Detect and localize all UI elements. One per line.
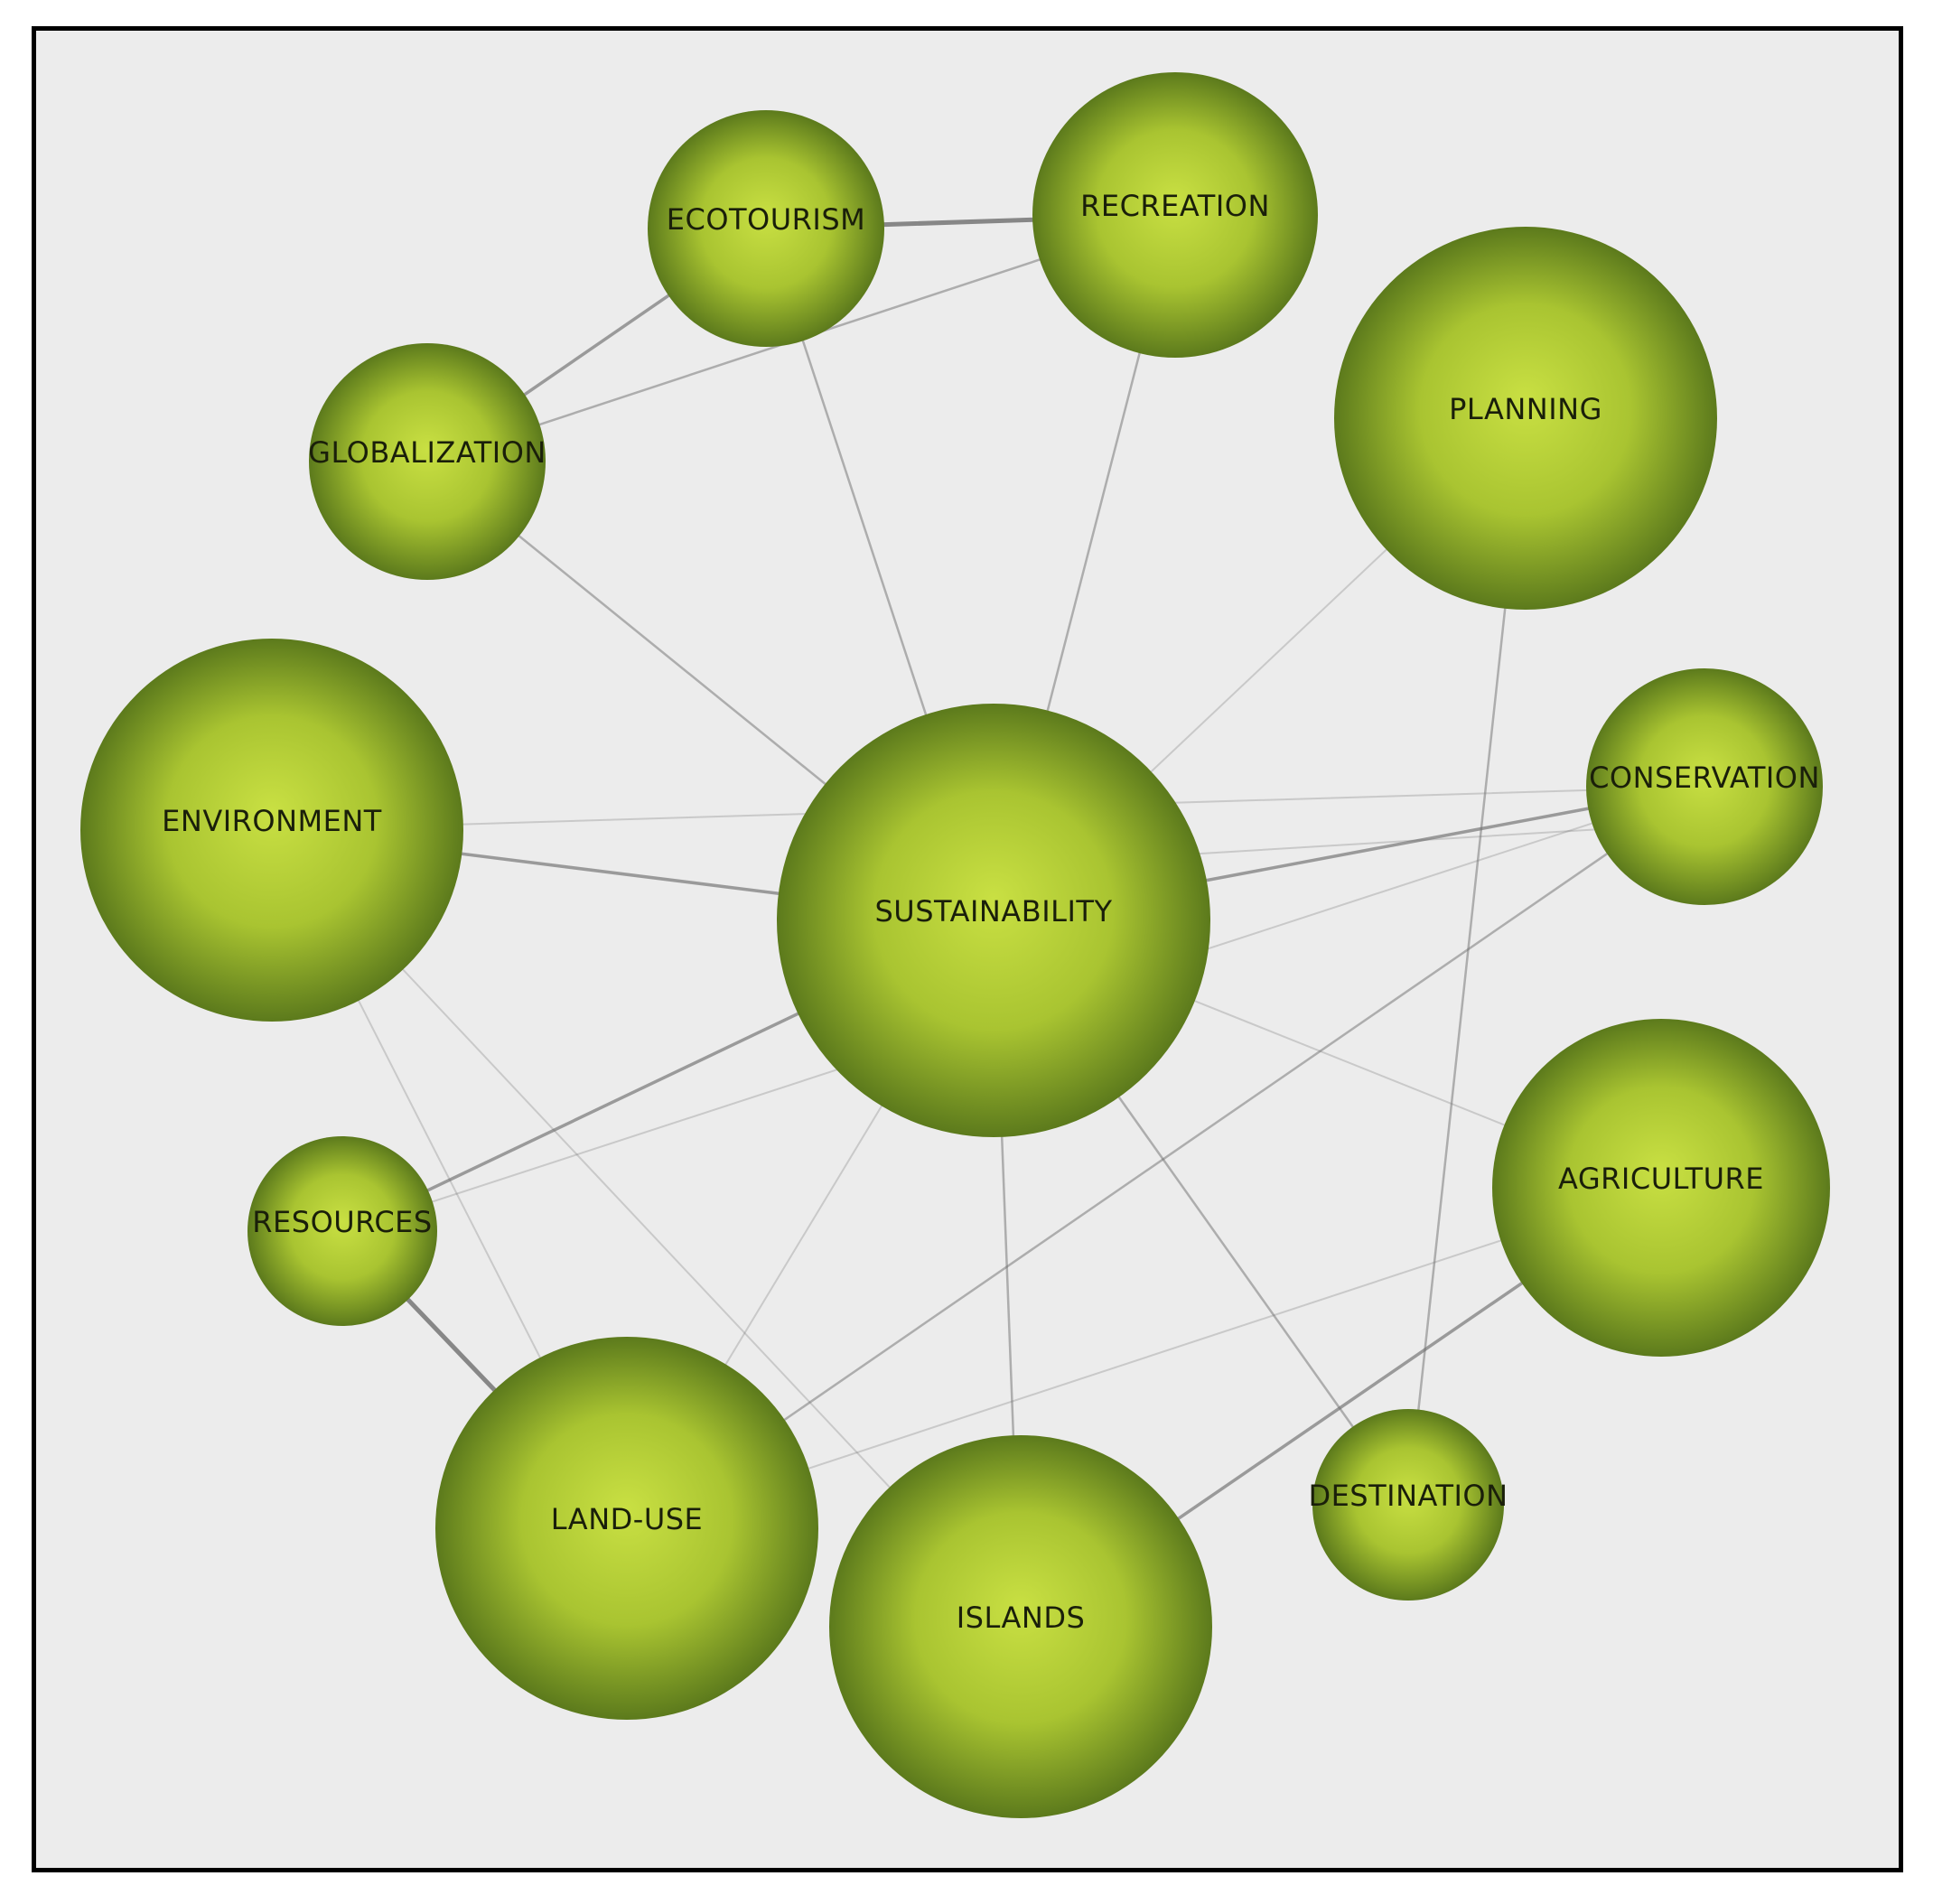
node-label-globalization: GLOBALIZATION <box>308 435 546 470</box>
node-bubble-planning[interactable] <box>1334 227 1717 610</box>
node-planning[interactable]: PLANNING <box>1334 227 1717 610</box>
nodes-layer: SUSTAINABILITY ECOTOURISM RECREATION PLANNI… <box>80 72 1830 1818</box>
node-sustainability[interactable]: SUSTAINABILITY <box>777 704 1210 1137</box>
node-bubble-sustainability[interactable] <box>777 704 1210 1137</box>
node-bubble-globalization[interactable] <box>309 343 546 580</box>
node-land-use[interactable]: LAND-USE <box>435 1337 818 1720</box>
node-label-ecotourism: ECOTOURISM <box>667 202 866 237</box>
node-destination[interactable]: DESTINATION <box>1308 1409 1508 1601</box>
edge-conservation-land-use <box>625 785 1706 1530</box>
node-label-islands: ISLANDS <box>957 1601 1086 1635</box>
node-label-resources: RESOURCES <box>252 1205 432 1239</box>
keyword-network: SUSTAINABILITY ECOTOURISM RECREATION PLANNI… <box>80 72 1830 1818</box>
node-label-planning: PLANNING <box>1449 392 1602 426</box>
node-label-land-use: LAND-USE <box>551 1502 704 1536</box>
node-label-conservation: CONSERVATION <box>1589 761 1820 795</box>
node-bubble-recreation[interactable] <box>1032 72 1318 358</box>
node-recreation[interactable]: RECREATION <box>1032 72 1318 358</box>
node-environment[interactable]: ENVIRONMENT <box>80 639 463 1022</box>
node-bubble-land-use[interactable] <box>435 1337 818 1720</box>
node-ecotourism[interactable]: ECOTOURISM <box>648 110 884 347</box>
node-bubble-islands[interactable] <box>829 1435 1212 1818</box>
node-globalization[interactable]: GLOBALIZATION <box>308 343 546 580</box>
node-label-sustainability: SUSTAINABILITY <box>874 894 1112 929</box>
node-bubble-environment[interactable] <box>80 639 463 1022</box>
diagram-frame: SUSTAINABILITY ECOTOURISM RECREATION PLANNI… <box>32 26 1903 1872</box>
node-label-recreation: RECREATION <box>1080 189 1270 223</box>
node-bubble-destination[interactable] <box>1312 1409 1504 1601</box>
node-islands[interactable]: ISLANDS <box>829 1435 1212 1818</box>
node-bubble-conservation[interactable] <box>1586 668 1823 905</box>
node-resources[interactable]: RESOURCES <box>247 1136 437 1326</box>
node-label-destination: DESTINATION <box>1308 1479 1508 1513</box>
node-label-agriculture: AGRICULTURE <box>1558 1162 1764 1196</box>
node-agriculture[interactable]: AGRICULTURE <box>1492 1019 1830 1357</box>
node-bubble-ecotourism[interactable] <box>648 110 884 347</box>
node-conservation[interactable]: CONSERVATION <box>1586 668 1823 905</box>
node-bubble-resources[interactable] <box>247 1136 437 1326</box>
node-bubble-agriculture[interactable] <box>1492 1019 1830 1357</box>
node-label-environment: ENVIRONMENT <box>162 804 382 838</box>
